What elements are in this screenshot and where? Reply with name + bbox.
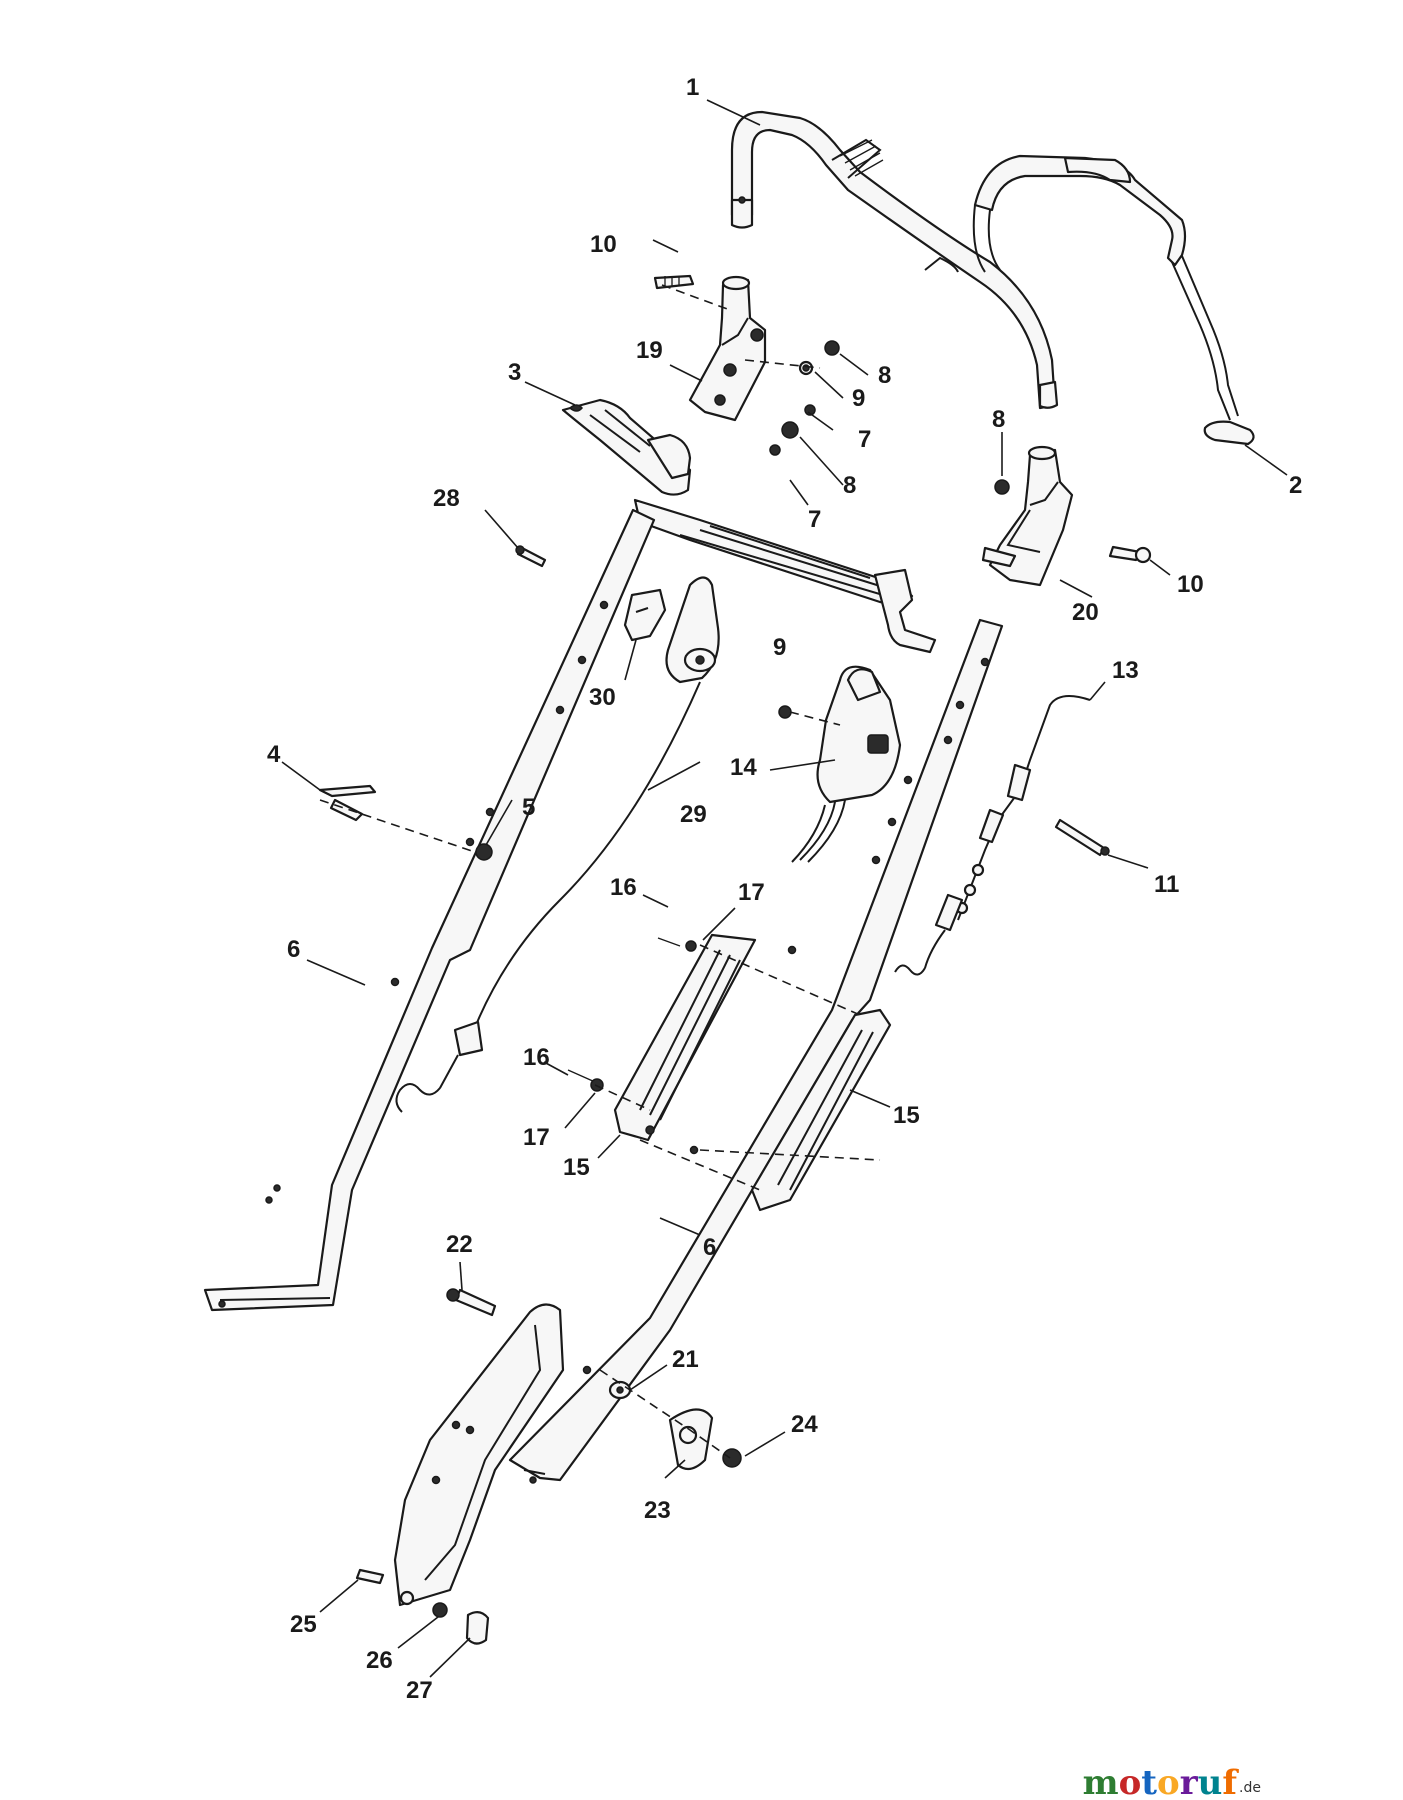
- callout-15a: 15: [893, 1102, 920, 1129]
- callout-15b: 15: [563, 1154, 590, 1181]
- callout-10a: 10: [590, 231, 617, 258]
- callout-13: 13: [1112, 657, 1139, 684]
- throttle-lever-assembly: [395, 576, 720, 1113]
- callout-labels: 1 2 3 4 5 6 6 7 7 8 8 8 9 9 10 10 11 13 …: [267, 74, 1302, 1704]
- upper-handle-bar: [730, 110, 1059, 410]
- callout-9b: 9: [773, 634, 786, 661]
- callout-16a: 16: [610, 874, 637, 901]
- svg-text:motoruf: motoruf: [1083, 1763, 1240, 1800]
- callout-4: 4: [267, 741, 281, 768]
- engine-control-unit: [791, 665, 902, 863]
- callout-27: 27: [406, 1677, 433, 1704]
- bail-lever: [972, 154, 1255, 446]
- lower-height-bracket: [355, 1303, 565, 1645]
- callout-6b: 6: [703, 1234, 716, 1261]
- wm-letter-5: u: [1198, 1763, 1223, 1800]
- callout-25: 25: [290, 1611, 317, 1638]
- cable-clip-and-nut: [318, 784, 493, 861]
- wm-letter-2: t: [1141, 1763, 1157, 1800]
- callout-8b: 8: [843, 472, 856, 499]
- callout-23: 23: [644, 1497, 671, 1524]
- callout-7b: 7: [808, 506, 821, 533]
- wm-letter-4: r: [1180, 1763, 1199, 1800]
- callout-leaders: [281, 99, 1288, 1678]
- callout-21: 21: [672, 1346, 699, 1373]
- wm-letter-1: o: [1119, 1763, 1142, 1800]
- callout-6a: 6: [287, 936, 300, 963]
- upper-fasteners: [653, 274, 1152, 719]
- linkage-bracket: [561, 398, 937, 654]
- right-handle-tube: [508, 618, 1004, 1484]
- callout-10b: 10: [1177, 571, 1204, 598]
- screw-28: [515, 545, 547, 568]
- assembly-guide-lines: [319, 284, 881, 1459]
- holder-fasteners: [567, 937, 697, 1092]
- callout-17b: 17: [523, 1124, 550, 1151]
- wm-letter-6: f: [1222, 1763, 1239, 1800]
- tool-holder-left: [613, 933, 757, 1142]
- callout-28: 28: [433, 485, 460, 512]
- callout-8c: 8: [992, 406, 1005, 433]
- callout-19: 19: [636, 337, 663, 364]
- watermark-logo: motoruf .de: [1083, 1763, 1261, 1800]
- left-clamp-bracket: [688, 275, 767, 422]
- callout-30: 30: [589, 684, 616, 711]
- callout-17a: 17: [738, 879, 765, 906]
- left-handle-tube: [203, 508, 656, 1312]
- tool-holder-right: [750, 1008, 892, 1212]
- callout-3: 3: [508, 359, 521, 386]
- callout-1: 1: [686, 74, 699, 101]
- callout-9a: 9: [852, 385, 865, 412]
- right-clamp-bracket: [981, 445, 1074, 587]
- callout-20: 20: [1072, 599, 1099, 626]
- callout-8a: 8: [878, 362, 891, 389]
- wm-letter-3: o: [1157, 1763, 1180, 1800]
- throttle-cable: [894, 695, 1110, 976]
- callout-14: 14: [730, 754, 757, 781]
- callout-26: 26: [366, 1647, 393, 1674]
- wm-suffix: .de: [1239, 1780, 1261, 1796]
- callout-29: 29: [680, 801, 707, 828]
- callout-7a: 7: [858, 426, 871, 453]
- callout-5: 5: [522, 794, 535, 821]
- wm-letter-0: m: [1083, 1763, 1119, 1800]
- callout-22: 22: [446, 1231, 473, 1258]
- callout-2: 2: [1289, 472, 1302, 499]
- callout-16b: 16: [523, 1044, 550, 1071]
- callout-11: 11: [1154, 871, 1179, 898]
- callout-24: 24: [791, 1411, 818, 1438]
